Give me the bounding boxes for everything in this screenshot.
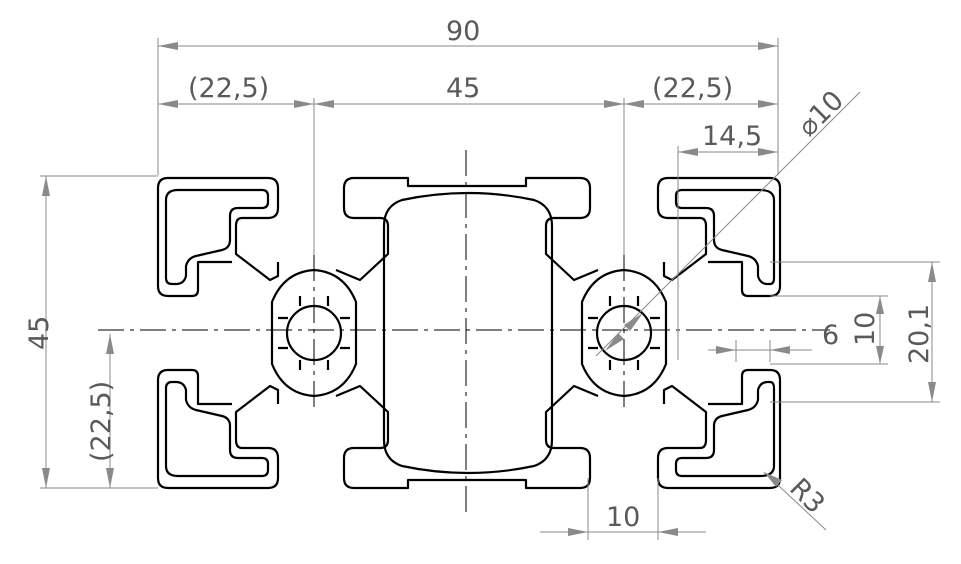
arrow-6-left [716,346,736,354]
label-vertical-offset: (22,5) [86,381,117,462]
corner-pocket-top-right-inner [674,188,776,286]
central-cavity [382,191,554,475]
arrow-diameter-a [624,313,643,331]
label-bore-diameter: ⌀10 [792,85,850,143]
label-overall-height: 45 [24,316,55,350]
label-slot-outer: 20,1 [904,304,935,364]
label-center-spacing: 45 [446,73,480,104]
arrow-22-5-bottom [106,468,114,488]
label-slot-opening-small: 6 [822,320,839,351]
arrow-90-right [758,42,778,50]
label-right-offset: (22,5) [652,73,733,104]
arrow-20-1-bottom [928,382,936,402]
arrow-90-left [158,42,178,50]
corner-pocket-bottom-left [156,368,280,490]
arrow-e [624,100,644,108]
arrow-10-top [876,296,884,314]
arrow-d [604,100,624,108]
arrow-r3 [764,472,782,487]
corner-pocket-bottom-left-inner [164,380,270,478]
top-middle-slot [335,176,599,282]
profile-outline [156,176,782,490]
right-bore-splines [588,296,660,370]
center-lines [98,150,830,516]
corner-pocket-top-right [656,176,782,298]
arrow-diameter-b [605,333,624,351]
label-bottom-slot-width: 10 [606,502,640,533]
corner-pocket-bottom-right-inner [674,380,776,478]
bottom-middle-slot [335,384,599,490]
label-left-offset: (22,5) [188,73,269,104]
arrow-20-1-top [928,262,936,282]
label-slot-opening: 10 [850,312,881,346]
label-corner-radius: R3 [783,473,830,520]
leader-diameter [595,91,861,357]
arrow-10-bottom [876,346,884,364]
arrow-f [758,100,778,108]
arrow-10b-right [658,528,678,536]
left-bore-splines [278,296,350,370]
label-overall-width: 90 [446,16,480,47]
arrow-10b-left [568,528,588,536]
arrow-14-5-left [678,148,698,156]
arrow-45-bottom [42,468,50,488]
arrow-14-5-right [758,148,778,156]
corner-pocket-top-left [156,176,280,298]
arrow-45-top [42,176,50,196]
arrow-b [294,100,314,108]
arrow-22-5-top [106,334,114,354]
arrow-a [158,100,178,108]
arrow-6-right [770,346,790,354]
corner-pocket-top-left-inner [164,188,270,286]
corner-pocket-bottom-right [656,368,782,490]
dimension-lines [40,38,940,540]
dimension-labels: 90 (22,5) 45 (22,5) 14,5 ⌀10 45 (22,5) 6… [24,16,935,533]
label-slot-depth: 14,5 [702,121,762,152]
arrow-c [314,100,334,108]
